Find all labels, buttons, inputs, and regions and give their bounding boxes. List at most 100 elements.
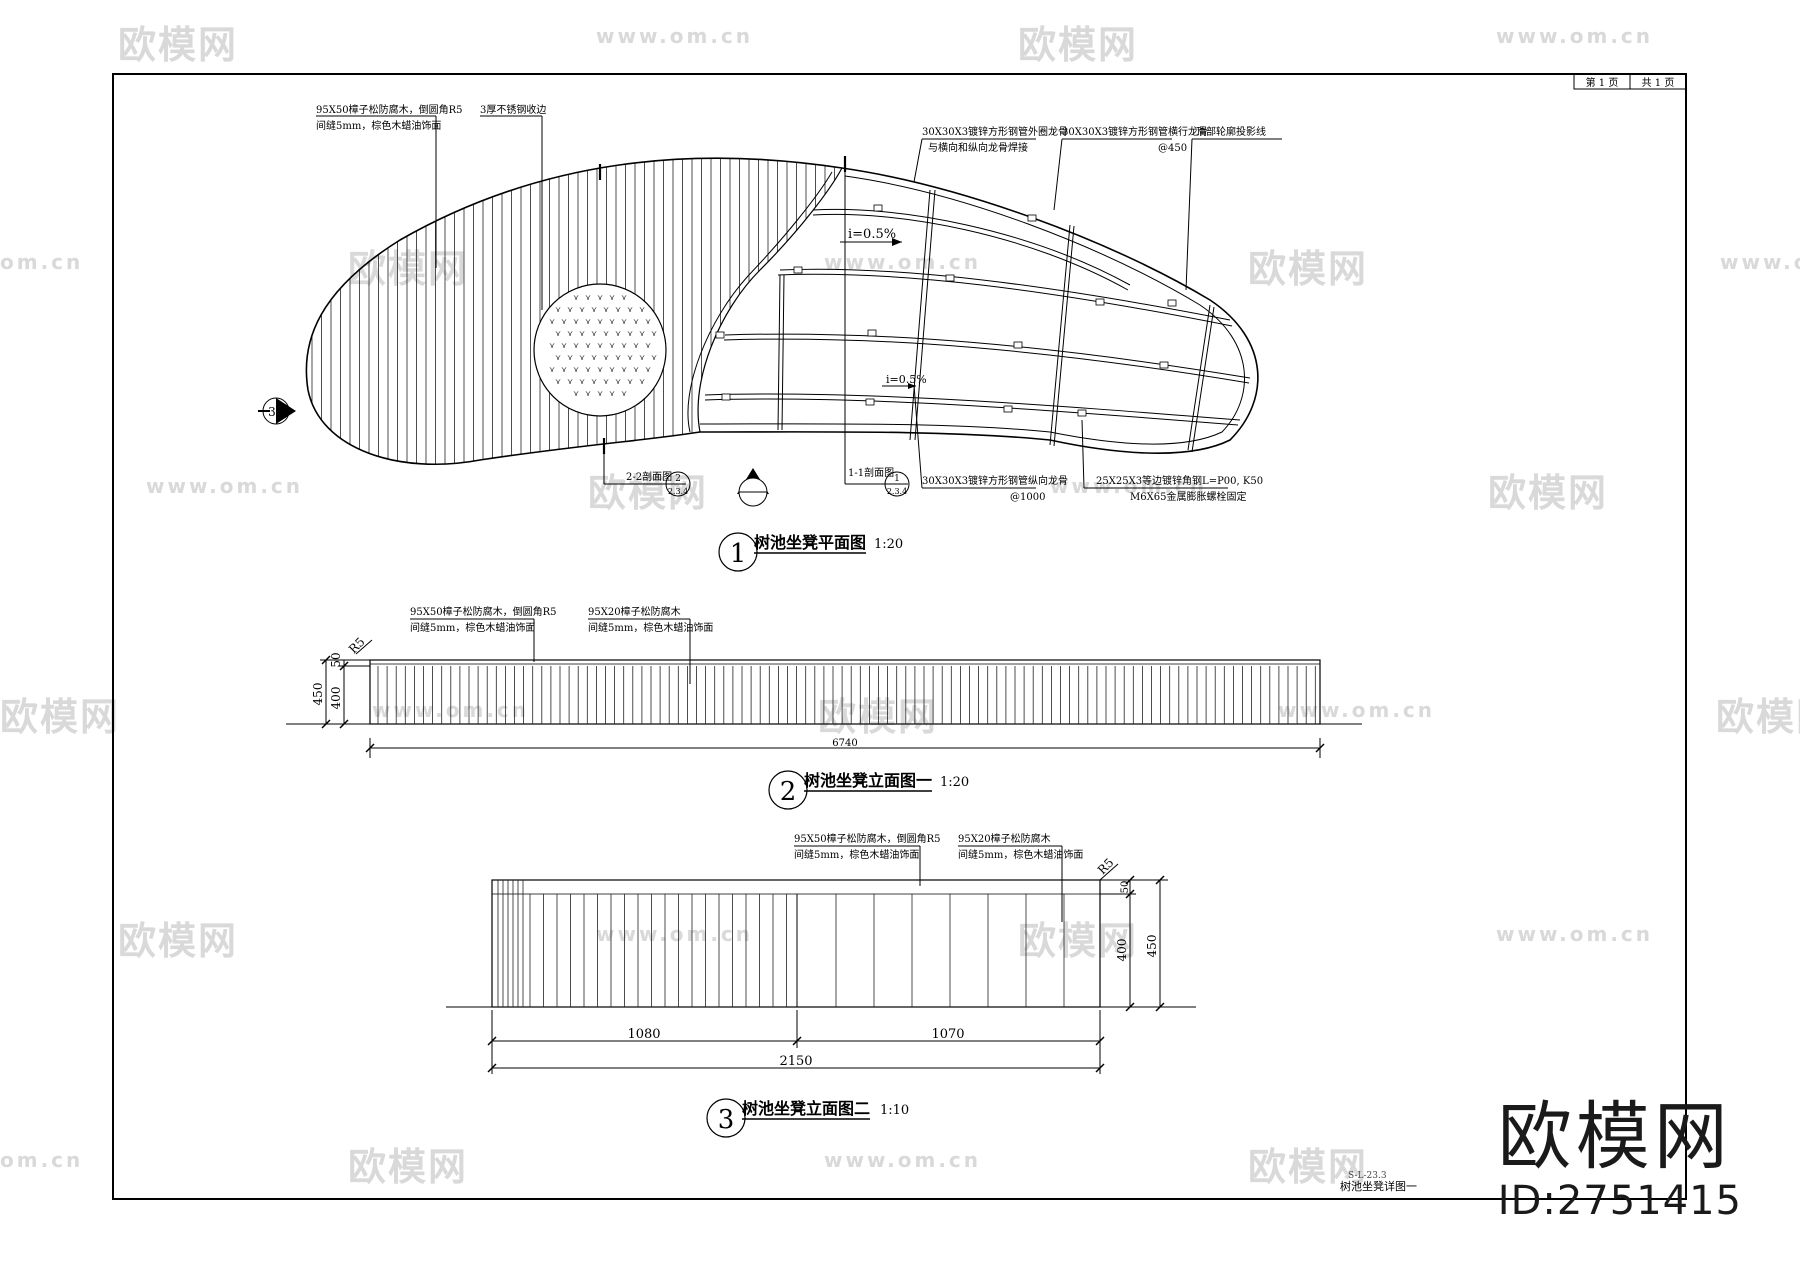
anchor-bracket [1077, 409, 1087, 417]
anchor-bracket [945, 274, 955, 282]
gravel-mark: ⋎ [639, 305, 645, 314]
gravel-mark: ⋎ [573, 365, 579, 374]
svg-text:2.3.4: 2.3.4 [668, 487, 688, 496]
gravel-mark: ⋎ [621, 341, 627, 350]
gravel-mark: ⋎ [585, 341, 591, 350]
elevation-1: 450 50 400 R5 6740 95X50樟子松防腐木，倒圆角R5 间缝5… [286, 605, 1362, 810]
gravel-mark: ⋎ [597, 293, 603, 302]
svg-text:间缝5mm，棕色木蜡油饰面: 间缝5mm，棕色木蜡油饰面 [588, 621, 713, 634]
anchor-bracket [1013, 341, 1023, 349]
plan-title: 1 树池坐凳平面图 1:20 [718, 532, 903, 572]
gravel-mark: ⋎ [639, 377, 645, 386]
svg-text:间缝5mm，棕色木蜡油饰面: 间缝5mm，棕色木蜡油饰面 [794, 848, 919, 861]
gravel-mark: ⋎ [603, 305, 609, 314]
elevation-2: 50 400 450 R5 1080 1070 2150 95X50樟子松防腐木… [446, 832, 1196, 1138]
svg-text:间缝5mm，棕色木蜡油饰面: 间缝5mm，棕色木蜡油饰面 [316, 119, 441, 132]
svg-text:@450: @450 [1158, 143, 1187, 154]
gravel-mark: ⋎ [591, 377, 597, 386]
gravel-mark: ⋎ [573, 293, 579, 302]
svg-text:i=0.5%: i=0.5% [848, 227, 896, 242]
gravel-mark: ⋎ [561, 317, 567, 326]
gravel-mark: ⋎ [567, 305, 573, 314]
elev1-length-dim: 6740 [365, 738, 1325, 758]
gravel-mark: ⋎ [609, 365, 615, 374]
gravel-mark: ⋎ [579, 305, 585, 314]
gravel-mark: ⋎ [615, 329, 621, 338]
svg-text:30X30X3镀锌方形钢管外圈龙骨: 30X30X3镀锌方形钢管外圈龙骨 [922, 125, 1068, 138]
plan-notes: 95X50樟子松防腐木，倒圆角R5 间缝5mm，棕色木蜡油饰面 3厚不锈钢收边 … [316, 103, 1282, 503]
brand-logo: 欧模网 [1497, 1094, 1732, 1180]
gravel-mark: ⋎ [627, 329, 633, 338]
gravel-mark: ⋎ [555, 329, 561, 338]
svg-text:95X20樟子松防腐木: 95X20樟子松防腐木 [588, 605, 681, 618]
gravel-mark: ⋎ [585, 317, 591, 326]
gravel-mark: ⋎ [639, 329, 645, 338]
gravel-mark: ⋎ [621, 389, 627, 398]
gravel-mark: ⋎ [609, 293, 615, 302]
section-22-ref: 2-2剖面图 2 2.3.4 [603, 454, 691, 497]
svg-text:顶部轮廓投影线: 顶部轮廓投影线 [1196, 125, 1266, 138]
page-number: 第 1 页 [1586, 76, 1619, 89]
svg-text:间缝5mm，棕色木蜡油饰面: 间缝5mm，棕色木蜡油饰面 [410, 621, 535, 634]
elev2-height-dims: 50 400 450 R5 [1095, 856, 1168, 1012]
elev2-notes: 95X50樟子松防腐木，倒圆角R5 间缝5mm，棕色木蜡油饰面 95X20樟子松… [794, 832, 1083, 922]
gravel-mark: ⋎ [549, 365, 555, 374]
svg-text:R5: R5 [1095, 856, 1117, 878]
gravel-mark: ⋎ [609, 389, 615, 398]
gravel-mark: ⋎ [645, 365, 651, 374]
sheet-code: S-L-23.3 [1348, 1171, 1387, 1181]
svg-text:1:20: 1:20 [874, 537, 903, 552]
gravel-mark: ⋎ [579, 353, 585, 362]
elev1-title: 2 树池坐凳立面图一 1:20 [768, 770, 969, 810]
gravel-mark: ⋎ [597, 389, 603, 398]
anchor-bracket [1095, 298, 1105, 306]
svg-text:95X20樟子松防腐木: 95X20樟子松防腐木 [958, 832, 1051, 845]
anchor-bracket [865, 398, 875, 406]
gravel-mark: ⋎ [549, 317, 555, 326]
elev1-notes: 95X50樟子松防腐木，倒圆角R5 间缝5mm，棕色木蜡油饰面 95X20樟子松… [410, 605, 713, 684]
gravel-mark: ⋎ [609, 317, 615, 326]
gravel-mark: ⋎ [597, 365, 603, 374]
elev2-title: 3 树池坐凳立面图二 1:10 [706, 1098, 909, 1138]
anchor-bracket [721, 393, 731, 401]
anchor-bracket [873, 204, 883, 212]
svg-text:M6X65金属膨胀螺栓固定: M6X65金属膨胀螺栓固定 [1130, 490, 1246, 503]
svg-text:450: 450 [311, 683, 325, 706]
svg-text:400: 400 [329, 687, 343, 710]
gravel-mark: ⋎ [573, 389, 579, 398]
gravel-mark: ⋎ [555, 353, 561, 362]
gravel-mark: ⋎ [555, 377, 561, 386]
gravel-mark: ⋎ [591, 353, 597, 362]
svg-text:2-2剖面图: 2-2剖面图 [626, 470, 672, 483]
svg-text:树池坐凳立面图二: 树池坐凳立面图二 [742, 1099, 870, 1118]
svg-text:间缝5mm，棕色木蜡油饰面: 间缝5mm，棕色木蜡油饰面 [958, 848, 1083, 861]
gravel-mark: ⋎ [585, 365, 591, 374]
svg-text:@1000: @1000 [1010, 492, 1045, 503]
gravel-mark: ⋎ [555, 305, 561, 314]
anchor-bracket [715, 331, 725, 339]
svg-text:2: 2 [675, 474, 681, 484]
tree-pit-gravel: ⋎⋎⋎⋎⋎⋎⋎⋎⋎⋎⋎⋎⋎⋎⋎⋎⋎⋎⋎⋎⋎⋎⋎⋎⋎⋎⋎⋎⋎⋎⋎⋎⋎⋎⋎⋎⋎⋎⋎⋎… [549, 293, 657, 398]
gravel-mark: ⋎ [603, 377, 609, 386]
svg-text:1:20: 1:20 [940, 775, 969, 790]
gravel-mark: ⋎ [633, 365, 639, 374]
asset-id: ID:2751415 [1497, 1178, 1742, 1224]
section-marks [598, 156, 847, 454]
svg-text:1080: 1080 [627, 1027, 660, 1042]
svg-text:1:10: 1:10 [880, 1103, 909, 1118]
plan-view: ⋎⋎⋎⋎⋎⋎⋎⋎⋎⋎⋎⋎⋎⋎⋎⋎⋎⋎⋎⋎⋎⋎⋎⋎⋎⋎⋎⋎⋎⋎⋎⋎⋎⋎⋎⋎⋎⋎⋎⋎… [258, 103, 1282, 572]
gravel-mark: ⋎ [621, 317, 627, 326]
svg-text:50: 50 [329, 652, 343, 667]
gravel-mark: ⋎ [579, 377, 585, 386]
gravel-mark: ⋎ [585, 389, 591, 398]
cross-keels [704, 208, 1251, 426]
svg-text:i=0.5%: i=0.5% [886, 373, 927, 386]
anchor-bracket [1167, 299, 1177, 307]
gravel-mark: ⋎ [621, 365, 627, 374]
sheet-title: 树池坐凳详图一 [1340, 1179, 1417, 1193]
slope-arrow-bottom: i=0.5% [882, 373, 927, 389]
gravel-mark: ⋎ [627, 305, 633, 314]
svg-text:400: 400 [1115, 939, 1129, 962]
gravel-mark: ⋎ [615, 377, 621, 386]
